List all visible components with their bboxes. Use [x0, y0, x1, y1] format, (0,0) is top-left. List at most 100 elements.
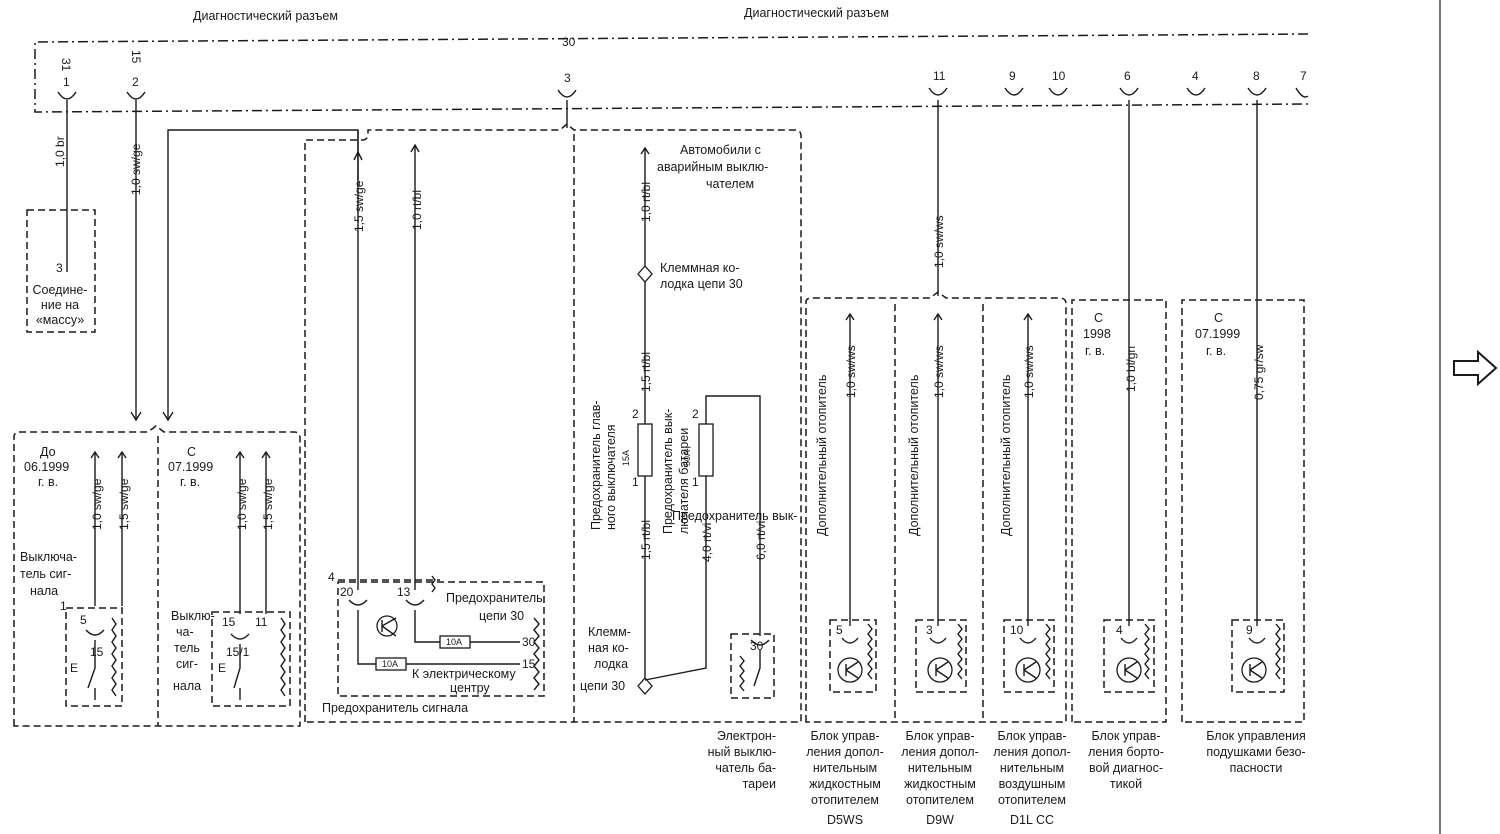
- connector-pins: 31 1 15 2 30 3 11 9 10 6: [57, 35, 1309, 100]
- battery-fuse-label-1: Предохранитель вык-: [661, 409, 675, 534]
- svg-text:31: 31: [59, 58, 73, 72]
- diagnostic-connector-label-right: Диагностический разъем: [744, 6, 889, 20]
- svg-text:0,75 gr/sw: 0,75 gr/sw: [1252, 344, 1266, 400]
- svg-text:15A: 15A: [621, 450, 631, 466]
- switch-a-label: Выключа-тель сиг-нала: [20, 550, 77, 598]
- pin-7: 7: [1295, 69, 1309, 98]
- svg-text:15: 15: [522, 657, 536, 671]
- svg-text:2: 2: [632, 407, 639, 421]
- svg-text:1,0 sw/ws: 1,0 sw/ws: [1022, 345, 1036, 398]
- svg-text:1: 1: [60, 599, 67, 613]
- svg-text:15/1: 15/1: [226, 645, 250, 659]
- svg-text:4: 4: [1116, 623, 1123, 637]
- svg-text:1,0 sw/ge: 1,0 sw/ge: [235, 478, 249, 530]
- svg-text:11: 11: [255, 615, 268, 629]
- svg-text:1,0 rt/bl: 1,0 rt/bl: [410, 190, 424, 230]
- svg-text:10: 10: [1010, 623, 1024, 637]
- diag-unit-caption: Блок управ-ления борто-вой диагнос-тикой: [1088, 729, 1164, 791]
- battery-fuse-label: Предохранитель вык-: [672, 509, 797, 523]
- svg-text:1,5 sw/ge: 1,5 sw/ge: [352, 180, 366, 232]
- heater-unit-d9w: Дополнительный отопитель 1,0 sw/ws 3 Бло…: [901, 312, 979, 827]
- svg-text:1,5 rt/bl: 1,5 rt/bl: [639, 352, 653, 392]
- svg-text:30: 30: [562, 35, 576, 49]
- pin-10: 10: [1048, 69, 1068, 96]
- heater-unit-d5ws: Дополнительный отопитель 1,0 sw/ws 5 Бло…: [806, 312, 884, 827]
- svg-text:6: 6: [1124, 69, 1131, 83]
- svg-text:20: 20: [340, 585, 354, 599]
- svg-text:E: E: [218, 661, 226, 675]
- svg-text:50A: 50A: [682, 450, 692, 466]
- ground-connection: 1,0 br 3 Соедине-ние на«массу»: [26, 100, 96, 333]
- svg-text:1: 1: [692, 475, 699, 489]
- battery-fuse-label-2: лючателя батареи: [677, 428, 691, 534]
- svg-text:9: 9: [1246, 623, 1253, 637]
- svg-text:15: 15: [90, 645, 104, 659]
- svg-text:5: 5: [836, 623, 843, 637]
- svg-text:1,0 sw/ge: 1,0 sw/ge: [90, 478, 104, 530]
- main-fuse-label: Предохранитель глав-ного выключателя: [589, 401, 618, 531]
- pin-9: 9: [1004, 69, 1024, 96]
- diagnostic-connector-label-left: Диагностический разъем: [193, 9, 338, 23]
- svg-text:Дополнительный отопитель: Дополнительный отопитель: [999, 375, 1013, 536]
- svg-text:E: E: [70, 661, 78, 675]
- battery-switch-caption: Электрон-ный выклю-чатель ба-тареи: [708, 729, 776, 791]
- svg-text:5: 5: [80, 613, 87, 627]
- svg-text:13: 13: [397, 585, 411, 599]
- svg-text:4: 4: [1192, 69, 1199, 83]
- wire-label: 1,0 br: [53, 136, 67, 167]
- svg-text:10A: 10A: [382, 659, 398, 669]
- svg-text:10A: 10A: [446, 637, 462, 647]
- ground-label: Соедине-ние на«массу»: [33, 283, 88, 327]
- signal-fuse-block: 1,5 sw/ge 1,0 rt/bl 4 20 13 Предохраните…: [322, 130, 545, 715]
- pin-8: 8: [1247, 69, 1267, 96]
- pin-6: 6: [1119, 69, 1139, 96]
- svg-text:7: 7: [1300, 69, 1307, 83]
- svg-text:3: 3: [564, 71, 571, 85]
- svg-text:3: 3: [926, 623, 933, 637]
- svg-text:4,0 rt/vi: 4,0 rt/vi: [700, 523, 714, 562]
- svg-text:8: 8: [1253, 69, 1260, 83]
- heater-unit-d1lcc: Дополнительный отопитель 1,0 sw/ws 10 Бл…: [993, 312, 1071, 827]
- pin-3: 30 3: [557, 35, 577, 98]
- svg-text:Дополнительный отопитель: Дополнительный отопитель: [907, 375, 921, 536]
- pin-2: 15 2: [126, 50, 146, 100]
- svg-text:11: 11: [933, 69, 946, 83]
- svg-text:9: 9: [1009, 69, 1016, 83]
- svg-text:10: 10: [1052, 69, 1066, 83]
- signal-fuse-bottom-label: Предохранитель сигнала: [322, 701, 468, 715]
- svg-text:1: 1: [63, 75, 70, 89]
- svg-text:4: 4: [328, 570, 335, 584]
- wire-label: 1,0 sw/ge: [129, 143, 143, 195]
- svg-text:1: 1: [632, 475, 639, 489]
- svg-text:15: 15: [222, 615, 236, 629]
- continue-arrow-icon[interactable]: [1453, 349, 1498, 387]
- svg-text:15: 15: [129, 50, 143, 64]
- svg-text:1,5 rt/bl: 1,5 rt/bl: [639, 520, 653, 560]
- svg-text:Дополнительный отопитель: Дополнительный отопитель: [815, 375, 829, 536]
- pin-4: 4: [1186, 69, 1206, 96]
- terminal-block-top-label: Клеммная ко-лодка цепи 30: [660, 261, 743, 291]
- pin-11: 11: [928, 69, 948, 96]
- heater-bus: 1,0 sw/ws: [805, 100, 1067, 723]
- svg-text:1,0 bl/gn: 1,0 bl/gn: [1124, 346, 1138, 392]
- svg-text:2: 2: [132, 75, 139, 89]
- svg-text:2: 2: [692, 407, 699, 421]
- svg-text:1,5 sw/ge: 1,5 sw/ge: [117, 478, 131, 530]
- diagnostic-connector-outline: [34, 33, 1309, 113]
- pin-1: 31 1: [57, 58, 77, 100]
